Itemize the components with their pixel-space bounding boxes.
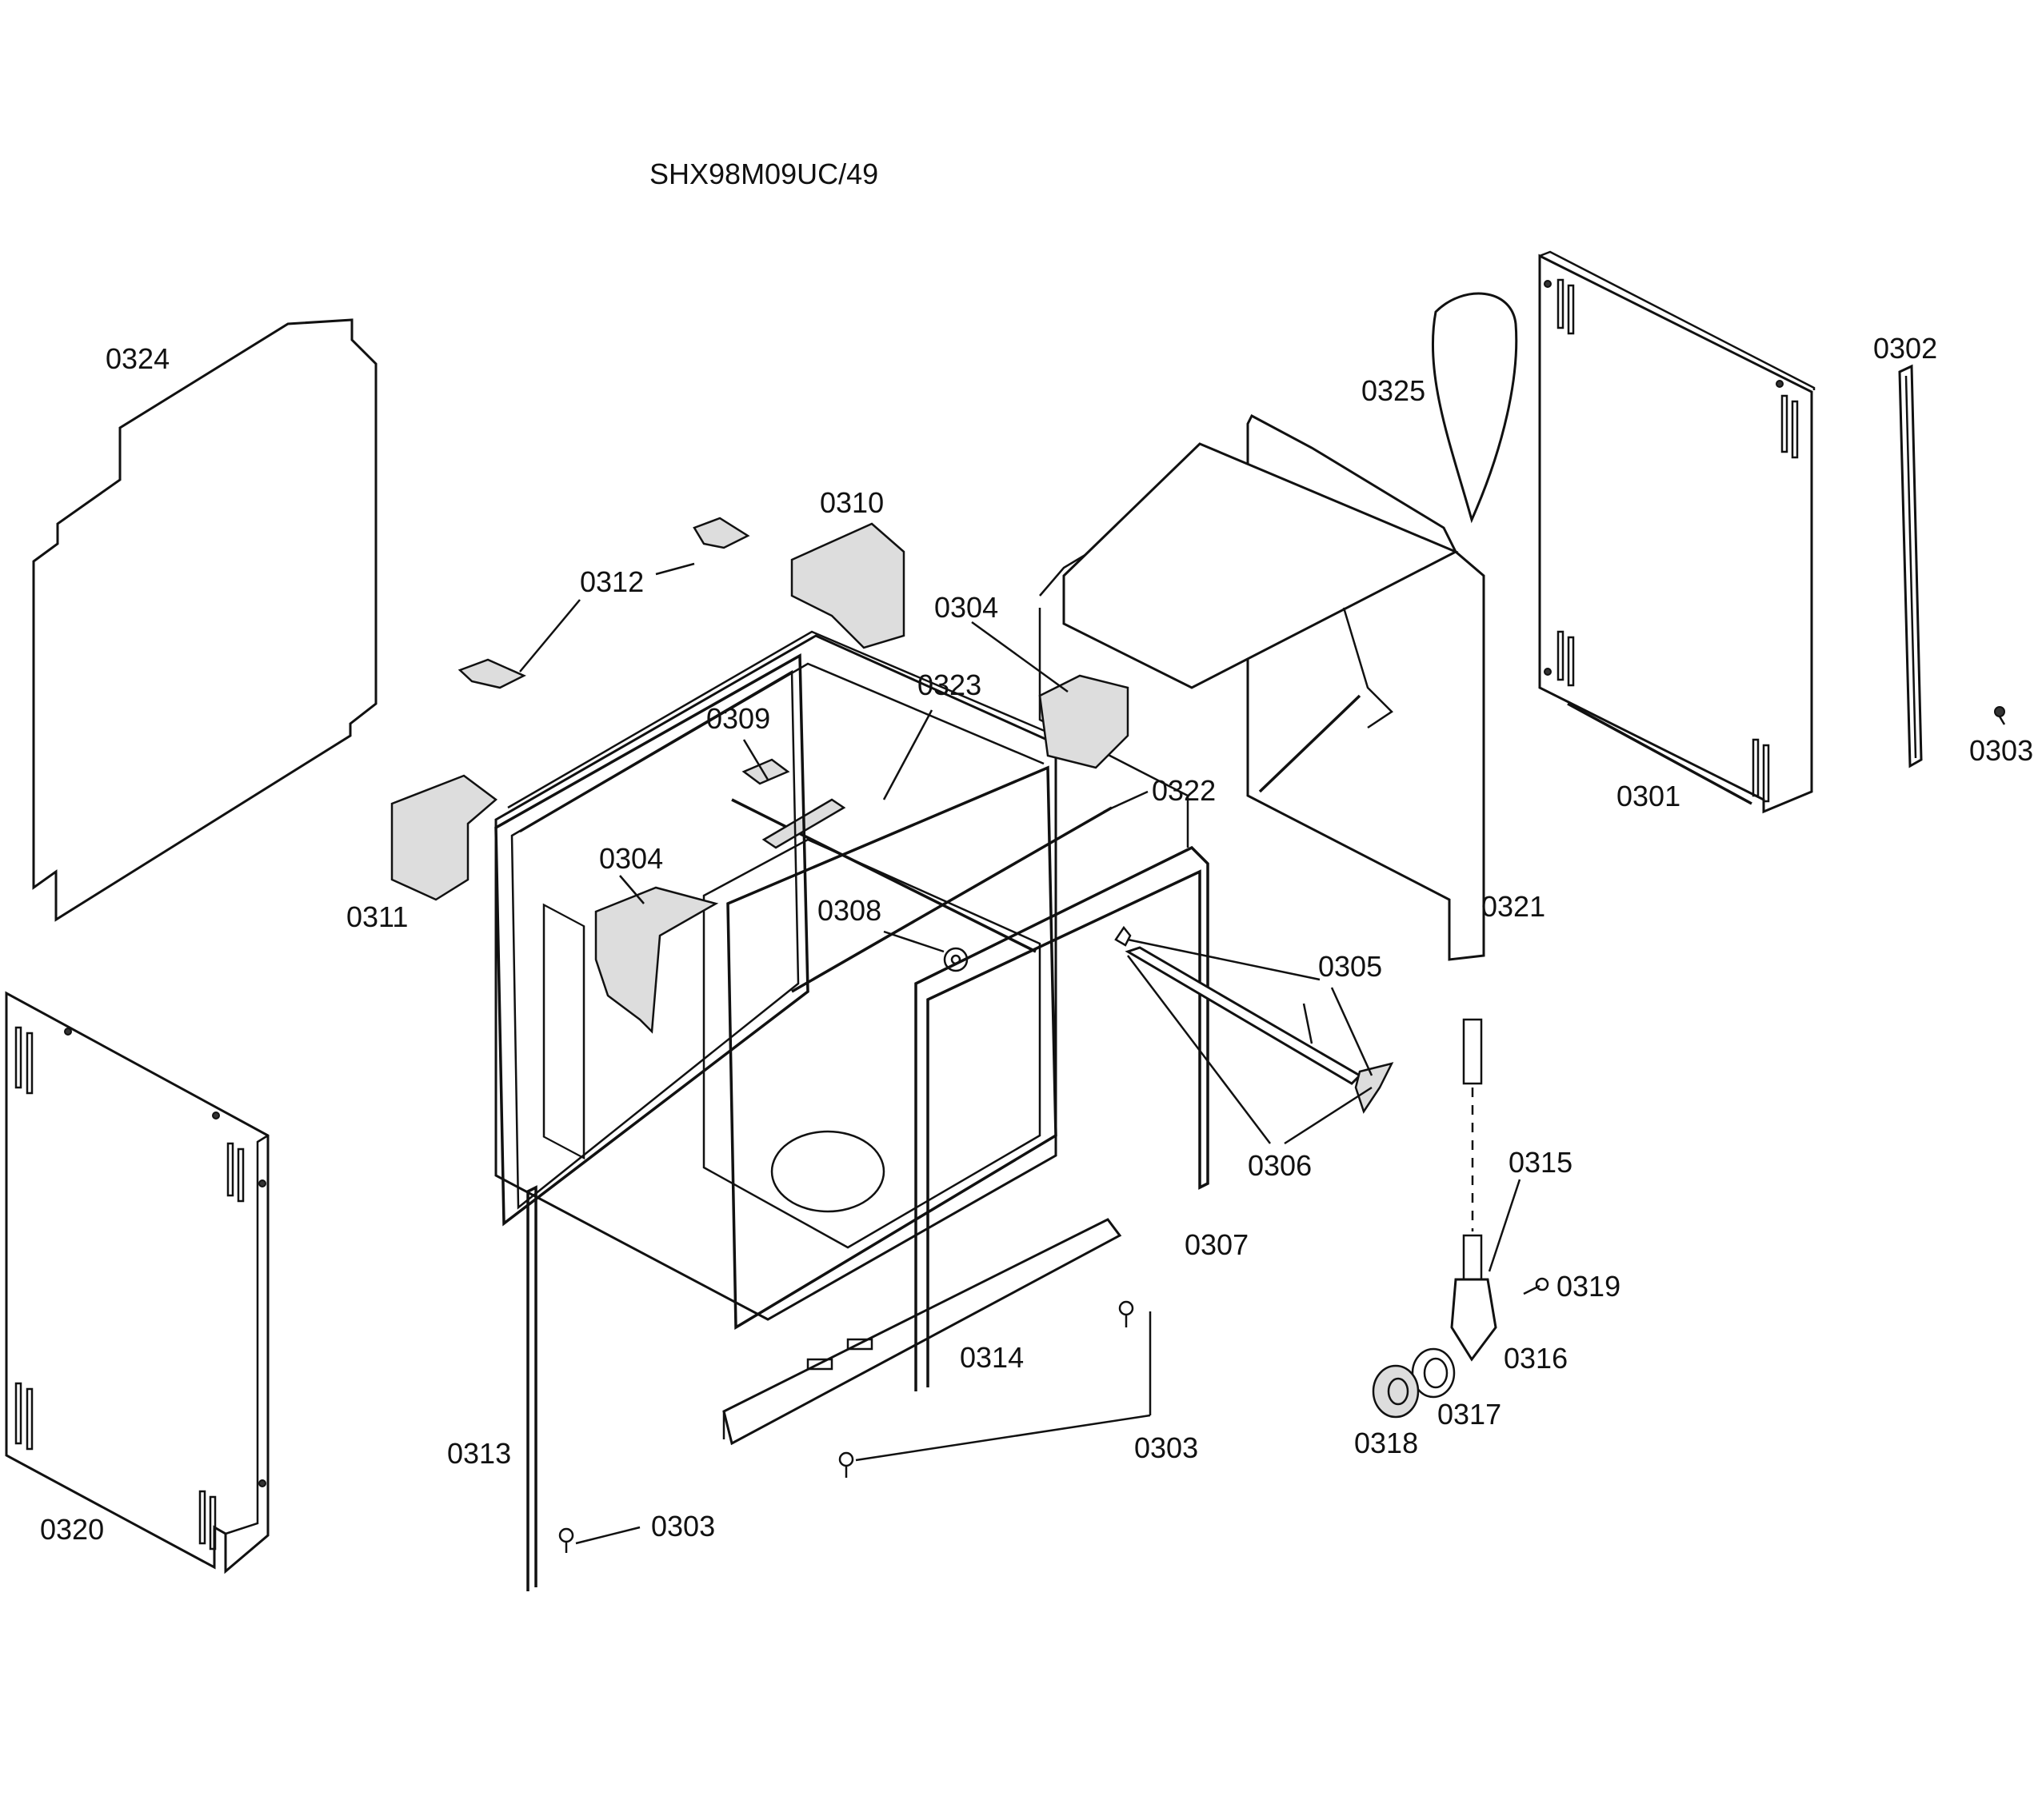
strip-0322 <box>791 806 1113 993</box>
part-label-0309: 0309 <box>706 702 771 735</box>
side-insulation-0321 <box>1038 413 1485 961</box>
part-label-0318: 0318 <box>1354 1427 1419 1459</box>
box-0304-a <box>1038 674 1129 769</box>
screw-0303-bottom-c <box>558 1527 574 1553</box>
seal-0307 <box>914 845 1209 1391</box>
part-label-0315: 0315 <box>1509 1146 1573 1179</box>
washer-0308 <box>943 947 969 972</box>
part-label-0311: 0311 <box>346 900 409 933</box>
part-label-0304-top: 0304 <box>934 591 999 624</box>
part-label-0302: 0302 <box>1873 332 1938 365</box>
seal-0313 <box>526 1185 537 1591</box>
part-label-0301: 0301 <box>1616 780 1681 812</box>
side-panel-0301 <box>1538 250 1816 814</box>
part-label-0303-right: 0303 <box>1969 734 2034 767</box>
knob-0318 <box>1372 1364 1420 1419</box>
part-label-0322: 0322 <box>1152 774 1217 807</box>
model-number: SHX98M09UC/49 <box>649 158 879 190</box>
trim-strip-0302 <box>1898 364 1923 768</box>
insulation-blanket-0325 <box>1431 292 1518 524</box>
part-label-0306: 0306 <box>1248 1149 1313 1182</box>
leader-lines <box>519 562 1521 1545</box>
rail-0305 <box>1114 925 1394 1114</box>
tub-0323 <box>494 630 1122 1446</box>
part-label-0312: 0312 <box>580 565 645 598</box>
box-0304-b <box>594 886 719 1034</box>
side-panel-0324 <box>32 318 378 922</box>
part-label-0307: 0307 <box>1185 1228 1249 1261</box>
part-label-0314: 0314 <box>960 1341 1025 1374</box>
bracket-0312 <box>458 517 750 689</box>
part-label-0303-bottom: 0303 <box>1134 1431 1199 1464</box>
part-label-0316: 0316 <box>1504 1342 1568 1375</box>
part-label-0319: 0319 <box>1556 1270 1621 1303</box>
screw-0319 <box>1523 1277 1549 1295</box>
part-label-0308: 0308 <box>817 894 882 927</box>
part-label-0313: 0313 <box>447 1437 512 1470</box>
part-label-0325: 0325 <box>1361 374 1426 407</box>
part-label-0305: 0305 <box>1318 950 1383 983</box>
screw-0303-bottom-a <box>1118 1300 1134 1327</box>
part-label-0321: 0321 <box>1481 890 1546 923</box>
part-label-0324: 0324 <box>106 342 170 375</box>
part-label-0310: 0310 <box>820 486 885 519</box>
box-0311 <box>390 774 498 901</box>
side-panel-0320 <box>5 991 270 1575</box>
screw-0303-right <box>1994 706 2006 725</box>
spring-0315 <box>1450 1018 1497 1362</box>
part-label-0320: 0320 <box>40 1513 105 1546</box>
screw-0303-bottom-b <box>838 1451 854 1478</box>
box-0310 <box>790 522 905 649</box>
part-label-0317: 0317 <box>1437 1398 1502 1431</box>
part-label-0304-mid: 0304 <box>599 842 664 875</box>
part-label-0323: 0323 <box>917 669 982 701</box>
part-label-0303-left: 0303 <box>651 1510 716 1543</box>
